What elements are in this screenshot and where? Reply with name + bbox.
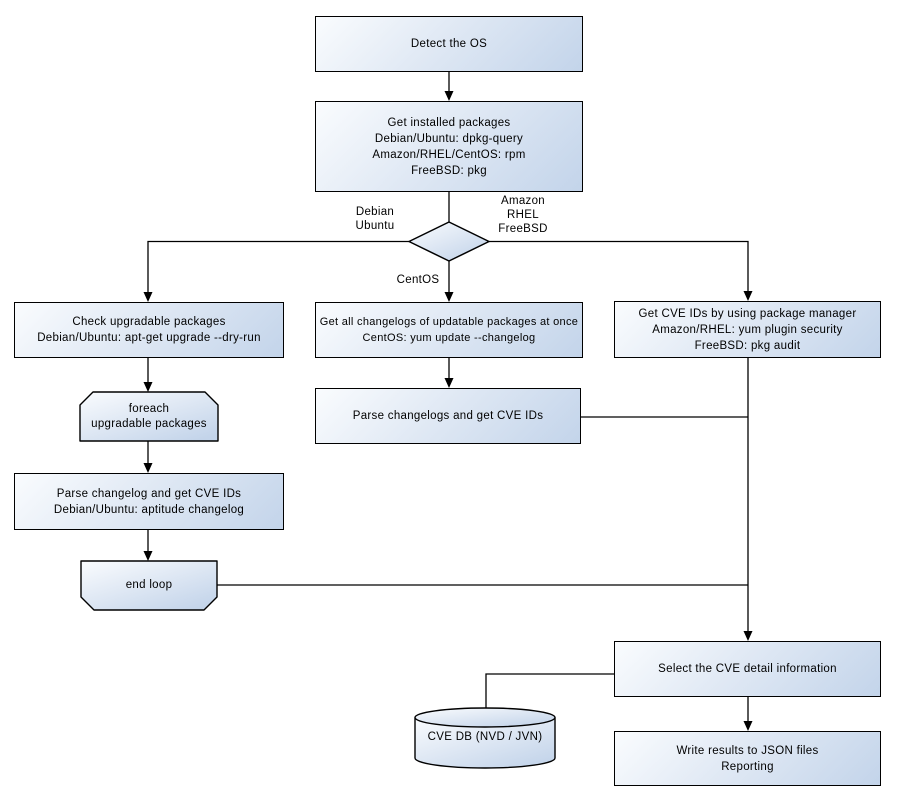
- branch-label-amazon-rhel-freebsd: Amazon RHEL FreeBSD: [498, 195, 548, 235]
- branch-label-debian-ubuntu: Debian Ubuntu: [355, 206, 395, 232]
- arrowhead: [143, 292, 153, 302]
- node-label: Check upgradable packages Debian/Ubuntu:…: [37, 316, 261, 344]
- arrowhead: [143, 463, 153, 473]
- foreach-loop-shape: [79, 391, 219, 442]
- node-label: Get all changelogs of updatable packages…: [319, 316, 579, 344]
- node-get-cve-ids-pkg-manager: Get CVE IDs by using package manager Ama…: [614, 301, 881, 358]
- decision-diamond: [408, 221, 490, 262]
- cve-db-cylinder-body: [414, 717, 556, 769]
- node-check-upgradable-packages: Check upgradable packages Debian/Ubuntu:…: [14, 302, 284, 358]
- edge-cvedb-to-select: [485, 673, 614, 708]
- node-detect-os: Detect the OS: [315, 16, 583, 72]
- cve-db-cylinder-top: [414, 707, 556, 728]
- arrowhead: [743, 631, 753, 641]
- node-label: Detect the OS: [410, 38, 488, 50]
- node-label: Get CVE IDs by using package manager Ama…: [638, 307, 857, 352]
- edge-decision-to-get-cve-ids: [489, 240, 749, 299]
- arrowhead: [444, 91, 454, 101]
- arrowhead: [143, 551, 153, 561]
- node-parse-changelog-debian: Parse changelog and get CVE IDs Debian/U…: [14, 473, 284, 530]
- arrowhead: [743, 291, 753, 301]
- branch-label-centos: CentOS: [396, 274, 440, 286]
- node-label: Write results to JSON files Reporting: [676, 744, 819, 773]
- node-label: Get installed packages Debian/Ubuntu: dp…: [372, 116, 526, 177]
- node-label: Select the CVE detail information: [658, 663, 837, 675]
- arrowhead: [743, 721, 753, 731]
- node-label: Parse changelogs and get CVE IDs: [352, 410, 544, 422]
- node-parse-changelogs-centos: Parse changelogs and get CVE IDs: [315, 388, 581, 444]
- node-get-installed-packages: Get installed packages Debian/Ubuntu: dp…: [315, 101, 583, 192]
- edge-decision-to-check-upgradable: [147, 240, 409, 300]
- arrowhead: [444, 292, 454, 302]
- arrowhead: [444, 378, 454, 388]
- node-select-cve-detail: Select the CVE detail information: [614, 641, 881, 697]
- arrowhead: [143, 382, 153, 392]
- end-loop-shape: [80, 560, 218, 611]
- node-get-all-changelogs: Get all changelogs of updatable packages…: [315, 302, 583, 358]
- node-label: Parse changelog and get CVE IDs Debian/U…: [53, 487, 245, 516]
- node-write-results: Write results to JSON files Reporting: [614, 731, 881, 786]
